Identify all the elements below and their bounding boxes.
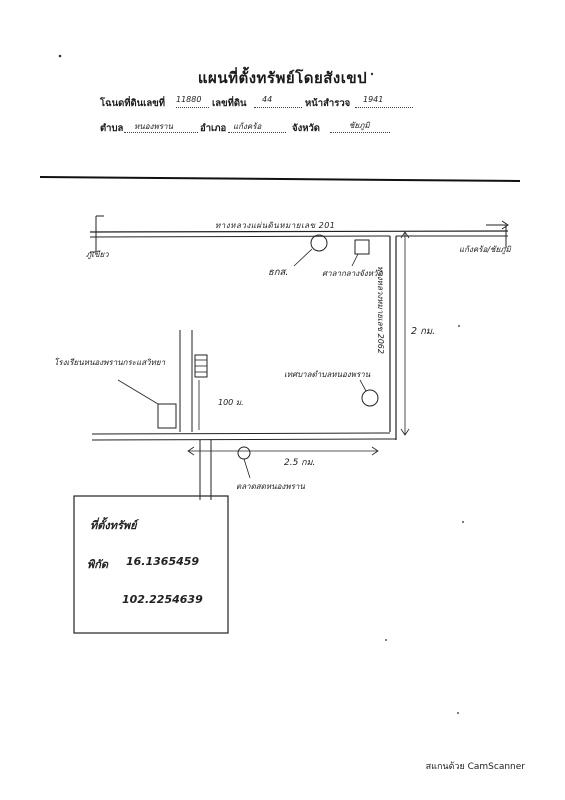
market-marker <box>237 446 251 460</box>
asset-heading: ที่ตั้งทรัพย์ <box>90 519 137 532</box>
page-title: แผนที่ตั้งทรัพย์โดยสังเขป <box>197 69 368 87</box>
city-hall-marker <box>354 239 370 255</box>
bottom-road-top-edge <box>91 432 391 435</box>
deed-label: โฉนดที่ดินเลขที่ <box>100 98 165 109</box>
right-arrow-label: แก้งคร้อ/ชัยภูมิ <box>459 245 511 254</box>
subdistrict-label: ตำบล <box>100 123 124 134</box>
district-label: อำเภอ <box>200 123 227 134</box>
tks-label: ธกส. <box>268 267 289 278</box>
city-hall-label: ศาลากลางจังหวัด <box>322 269 383 278</box>
distance-2km: 2 กม. <box>411 326 436 337</box>
road-201-label: ทางหลวงแผ่นดินหมายเลข 201 <box>215 221 336 230</box>
land-no-label: เลขที่ดิน <box>212 98 247 109</box>
school-label: โรงเรียนหนองพรานกระแสวิทยา <box>54 358 166 367</box>
district-value: แก้งคร้อ <box>233 122 262 131</box>
district-line <box>228 132 286 133</box>
survey-value: 1941 <box>363 95 384 104</box>
tks-bank-marker <box>310 234 328 252</box>
land-no-value: 44 <box>262 95 273 104</box>
deed-no-value: 11880 <box>176 95 202 104</box>
survey-line <box>355 107 413 108</box>
school-marker <box>157 403 177 429</box>
market-label: ตลาดสดหนองพราน <box>236 482 305 491</box>
bottom-road-bottom-edge <box>91 438 397 441</box>
longitude-value: 102.2254639 <box>122 593 203 606</box>
asset-box-border <box>73 495 229 634</box>
deed-no-line <box>176 107 209 108</box>
province-line <box>330 132 390 133</box>
left-arrow-label: ภูเขียว <box>86 250 109 259</box>
municipality-label: เทศบาลตำบลหนองพราน <box>284 370 371 379</box>
distance-100m: 100 ม. <box>218 398 244 407</box>
province-value: ชัยภูมิ <box>349 121 370 130</box>
subdistrict-line <box>124 132 198 133</box>
road-201-top-edge <box>89 230 509 233</box>
subdistrict-value: หนองพราน <box>134 122 173 131</box>
survey-label: หน้าสำรวจ <box>305 98 351 109</box>
scanner-watermark: สแกนด้วย CamScanner <box>425 762 525 772</box>
distance-2-5km: 2.5 กม. <box>284 458 316 468</box>
land-no-line <box>254 107 302 108</box>
road-201-bottom-edge <box>89 235 391 238</box>
province-label: จังหวัด <box>292 123 320 134</box>
municipality-marker <box>361 389 379 407</box>
latitude-value: 16.1365459 <box>126 555 200 568</box>
coordinate-label: พิกัด <box>87 558 109 571</box>
